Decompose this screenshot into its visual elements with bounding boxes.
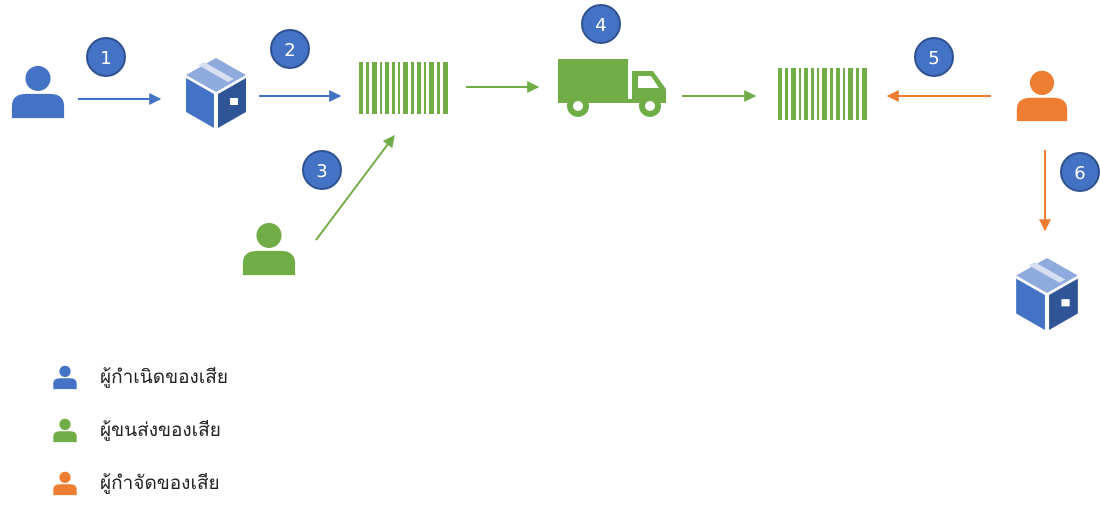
arrow-transporter-to-manifest [315, 135, 395, 241]
transporter-person-icon [242, 222, 296, 276]
legend-item-disposer: ผู้กำจัดของเสีย [52, 468, 228, 498]
package-box-icon [1016, 258, 1078, 330]
step-number: 1 [100, 48, 111, 69]
legend-label: ผู้กำจัดของเสีย [100, 472, 220, 494]
transporter-person-icon [52, 417, 78, 443]
barcode-manifest-icon [359, 62, 448, 114]
legend: ผู้กำเนิดของเสีย ผู้ขนส่งของเสีย ผู้กำจั… [52, 362, 228, 521]
step-number: 4 [595, 15, 606, 36]
disposer-person-icon [1016, 70, 1068, 122]
legend-item-transporter: ผู้ขนส่งของเสีย [52, 415, 228, 445]
step-badge-1: 1 [86, 37, 126, 77]
step-badge-2: 2 [270, 29, 310, 69]
step-badge-6: 6 [1060, 152, 1100, 192]
legend-label: ผู้กำเนิดของเสีย [100, 366, 229, 388]
disposer-person-icon [52, 470, 78, 496]
step-number: 5 [928, 48, 939, 69]
step-number: 2 [284, 40, 295, 61]
step-badge-5: 5 [914, 37, 954, 77]
step-badge-4: 4 [581, 4, 621, 44]
legend-label: ผู้ขนส่งของเสีย [100, 419, 221, 441]
step-number: 6 [1074, 163, 1085, 184]
barcode-manifest-icon [778, 68, 867, 120]
step-badge-3: 3 [302, 150, 342, 190]
generator-person-icon [52, 364, 78, 390]
truck-icon [558, 59, 666, 117]
waste-manifest-flow-diagram: 1 2 3 4 5 6 [11, 4, 1100, 330]
legend-item-generator: ผู้กำเนิดของเสีย [52, 362, 228, 392]
package-box-icon [186, 58, 246, 128]
generator-person-icon [11, 65, 65, 119]
step-number: 3 [316, 161, 327, 182]
